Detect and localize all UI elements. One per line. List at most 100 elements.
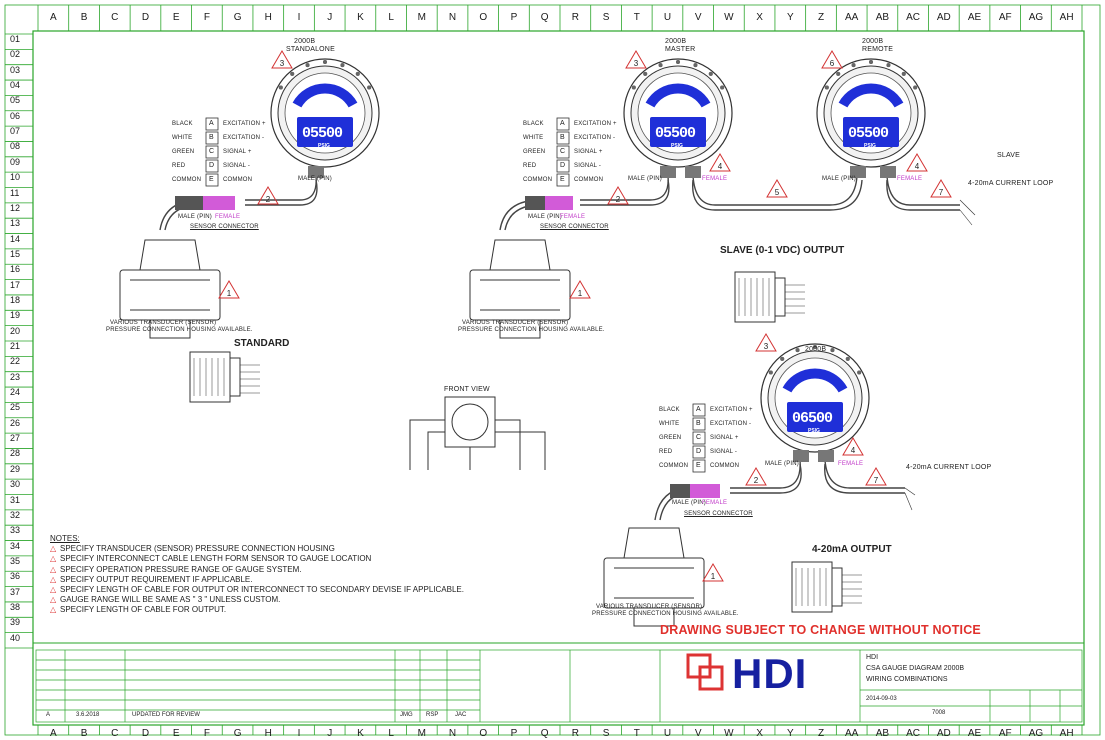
zone-column-label: I xyxy=(297,728,301,739)
zone-column-label: P xyxy=(510,12,518,23)
svg-text:1: 1 xyxy=(227,289,232,298)
zone-column-label: Q xyxy=(540,12,549,23)
zone-column-label: W xyxy=(724,728,734,739)
zone-column-label: A xyxy=(50,12,57,23)
wire-letter: A xyxy=(696,406,701,413)
transducer-note-2: PRESSURE CONNECTION HOUSING AVAILABLE. xyxy=(106,327,253,333)
zone-column-label: X xyxy=(756,728,763,739)
wire-letter: C xyxy=(209,148,215,155)
drawing-title-2: WIRING COMBINATIONS xyxy=(866,676,948,683)
gauge-model-output: 2000B xyxy=(805,346,827,353)
warning-triangle xyxy=(625,50,647,69)
male-pin-label: MALE (PIN) xyxy=(298,176,333,182)
svg-text:3: 3 xyxy=(280,59,285,68)
warning-triangle xyxy=(842,437,864,456)
zone-column-label: R xyxy=(571,12,579,23)
zone-row-label: 17 xyxy=(10,279,21,290)
wire-letter: C xyxy=(560,148,566,155)
zone-column-label: D xyxy=(141,12,150,23)
svg-text:2: 2 xyxy=(616,195,621,204)
zone-column-label: N xyxy=(448,12,457,23)
male-pin-label: MALE (PIN) xyxy=(672,500,707,506)
zone-column-label: M xyxy=(417,728,426,739)
transducer-note-2: PRESSURE CONNECTION HOUSING AVAILABLE. xyxy=(458,327,605,333)
male-pin-label: MALE (PIN) xyxy=(628,176,663,182)
note-item: △GAUGE RANGE WILL BE SAME AS " 3 " UNLES… xyxy=(50,595,281,605)
zone-row-label: 19 xyxy=(10,310,21,321)
zone-column-label: AH xyxy=(1059,728,1074,739)
zone-row-label: 31 xyxy=(10,494,21,505)
transducer-note-2: PRESSURE CONNECTION HOUSING AVAILABLE. xyxy=(592,611,739,617)
slave-label: SLAVE xyxy=(997,152,1021,159)
svg-text:1: 1 xyxy=(578,289,583,298)
warning-triangle xyxy=(906,153,928,172)
wire-color: GREEN xyxy=(523,149,546,155)
zone-column-label: AF xyxy=(998,728,1012,739)
wire-letter: D xyxy=(696,448,702,455)
zone-column-label: M xyxy=(417,12,426,23)
revision-date: 3.6.2018 xyxy=(76,712,100,718)
drawing-number: 7008 xyxy=(932,710,946,716)
sensor-connector-label: SENSOR CONNECTOR xyxy=(190,224,259,230)
zone-row-label: 21 xyxy=(10,341,21,351)
zone-column-label: AB xyxy=(875,12,890,23)
zone-row-label: 23 xyxy=(10,371,21,382)
zone-column-label: AG xyxy=(1028,12,1044,23)
heading-4-20ma-output: 4-20mA OUTPUT xyxy=(812,544,892,555)
note-item: △SPECIFY LENGTH OF CABLE FOR OUTPUT. xyxy=(50,605,227,615)
current-loop-label: 4-20mA CURRENT LOOP xyxy=(906,464,992,471)
zone-column-label: AD xyxy=(936,728,951,739)
zone-row-label: 40 xyxy=(10,632,21,643)
zone-row-label: 04 xyxy=(10,80,21,91)
gauge-label-standalone: STANDALONE xyxy=(286,46,335,53)
male-pin-label: MALE (PIN) xyxy=(528,214,563,220)
female-label: FEMALE xyxy=(702,176,728,182)
wire-letter: A xyxy=(209,120,214,127)
revision-description: UPDATED FOR REVIEW xyxy=(132,712,200,718)
lcd-unit: PSIG xyxy=(864,143,876,149)
front-view-label: FRONT VIEW xyxy=(444,386,490,393)
hdi-logo-text: HDI xyxy=(732,650,808,697)
female-label: FEMALE xyxy=(560,214,586,220)
warning-triangle xyxy=(755,333,777,352)
zone-column-label: AE xyxy=(967,12,982,23)
zone-row-label: 28 xyxy=(10,448,21,459)
zone-column-label: AH xyxy=(1059,12,1074,23)
svg-text:7: 7 xyxy=(939,188,944,197)
heading-slave-output: SLAVE (0-1 VDC) OUTPUT xyxy=(720,245,845,256)
male-pin-label: MALE (PIN) xyxy=(765,461,800,467)
female-label: FEMALE xyxy=(897,176,923,182)
zone-row-label: 14 xyxy=(10,233,21,244)
svg-text:7: 7 xyxy=(874,476,879,485)
note-item: △SPECIFY INTERCONNECT CABLE LENGTH FORM … xyxy=(50,554,372,564)
warning-triangle xyxy=(709,153,731,172)
male-pin-label: MALE (PIN) xyxy=(822,176,857,182)
warning-triangle xyxy=(271,50,293,69)
lcd-reading-standalone: 05500 xyxy=(302,125,343,142)
zone-row-label: 22 xyxy=(10,356,21,367)
transducer-note-1: VARIOUS TRANSDUCER (SENSOR) xyxy=(596,604,703,610)
wire-color: COMMON xyxy=(172,177,202,183)
zone-row-label: 18 xyxy=(10,294,21,305)
note-item: △SPECIFY TRANSDUCER (SENSOR) PRESSURE CO… xyxy=(50,544,335,554)
zone-column-label: AC xyxy=(906,12,921,23)
warning-triangle xyxy=(569,280,591,299)
zone-row-label: 32 xyxy=(10,509,21,520)
zone-column-label: I xyxy=(297,12,301,23)
wire-color: GREEN xyxy=(659,435,682,441)
female-label: FEMALE xyxy=(215,214,241,220)
zone-row-label: 10 xyxy=(10,172,21,183)
wire-color: RED xyxy=(523,163,537,169)
zone-column-label: B xyxy=(80,728,88,739)
wire-function: EXCITATION - xyxy=(574,135,616,141)
zone-column-label: X xyxy=(756,12,763,23)
zone-column-label: AC xyxy=(906,728,921,739)
drawn-by: JMG xyxy=(400,712,413,718)
zone-row-label: 35 xyxy=(10,555,21,566)
zone-row-label: 20 xyxy=(10,325,21,336)
zone-column-label: V xyxy=(694,12,702,23)
zone-row-label: 06 xyxy=(10,110,21,121)
male-pin-label: MALE (PIN) xyxy=(178,214,213,220)
zone-column-label: C xyxy=(111,728,119,739)
